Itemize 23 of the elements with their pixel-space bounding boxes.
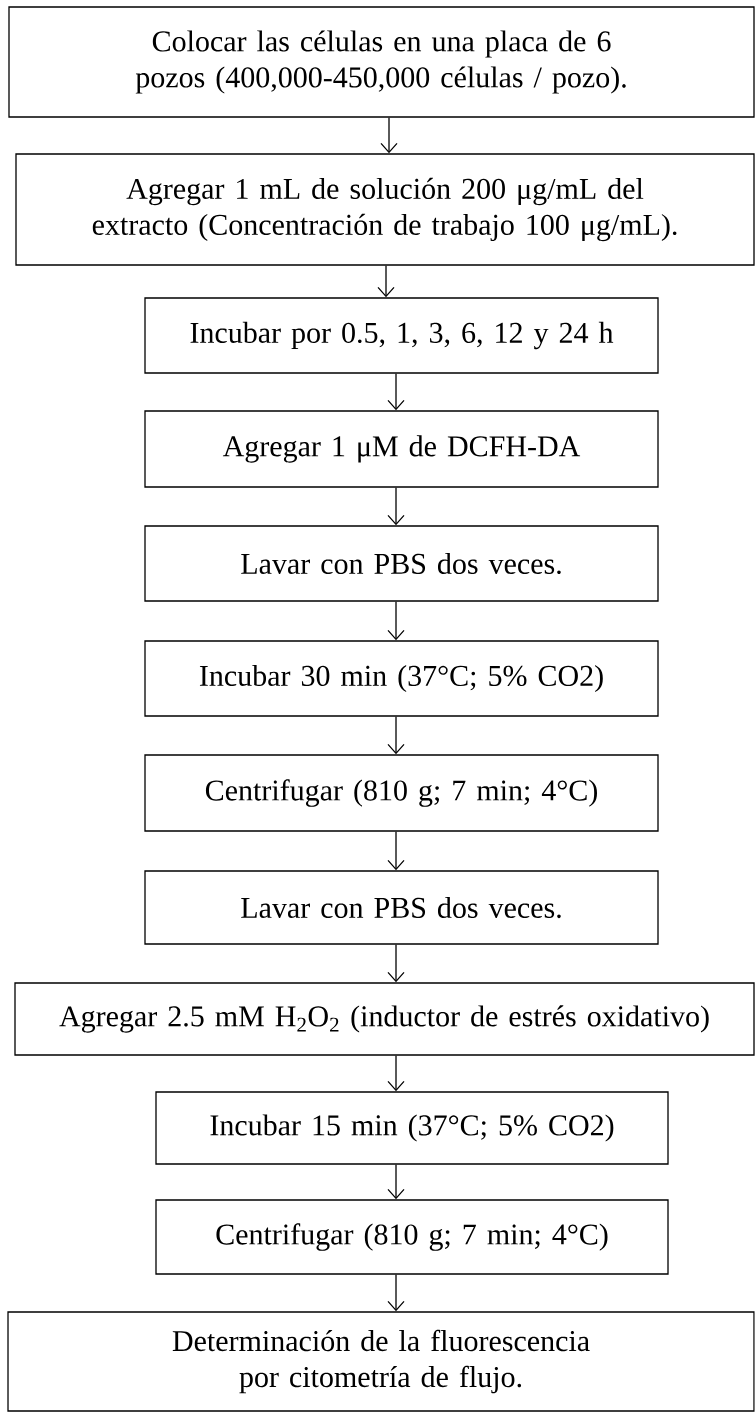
process-box: Agregar 2.5 mM H$_{2}$O$_{2}$ (inductor de estrés oxidativo) — [14, 982, 755, 1056]
arrow — [387, 487, 405, 526]
arrow — [387, 716, 405, 755]
process-box: Agregar 1 mL de solución 200 μg/mL del extracto (Concentración de trabajo 100 μg/mL). — [15, 153, 755, 266]
process-box: Incubar 15 min (37°C; 5% CO2) — [155, 1091, 669, 1165]
process-box: Colocar las células en una placa de 6 pozos (400,000-450,000 células / pozo). — [8, 6, 755, 118]
process-box: Centrifugar (810 g; 7 min; 4°C) — [155, 1199, 669, 1275]
process-box: Lavar con PBS dos veces. — [144, 870, 659, 945]
process-box: Centrifugar (810 g; 7 min; 4°C) — [144, 754, 659, 832]
process-box: Incubar 30 min (37°C; 5% CO2) — [144, 640, 659, 717]
arrow — [387, 831, 405, 871]
arrow — [377, 265, 395, 298]
process-box: Incubar por 0.5, 1, 3, 6, 12 y 24 h — [144, 297, 659, 374]
arrow — [380, 117, 398, 154]
arrow — [387, 373, 405, 411]
process-box: Lavar con PBS dos veces. — [144, 525, 659, 602]
arrow — [387, 601, 405, 641]
arrow — [387, 1274, 405, 1312]
arrow — [387, 1055, 405, 1092]
arrow — [387, 1164, 405, 1200]
arrow — [387, 944, 405, 983]
process-box: Determinación de la fluorescencia por citometría de flujo. — [7, 1311, 755, 1412]
process-box: Agregar 1 μM de DCFH-DA — [144, 410, 659, 488]
